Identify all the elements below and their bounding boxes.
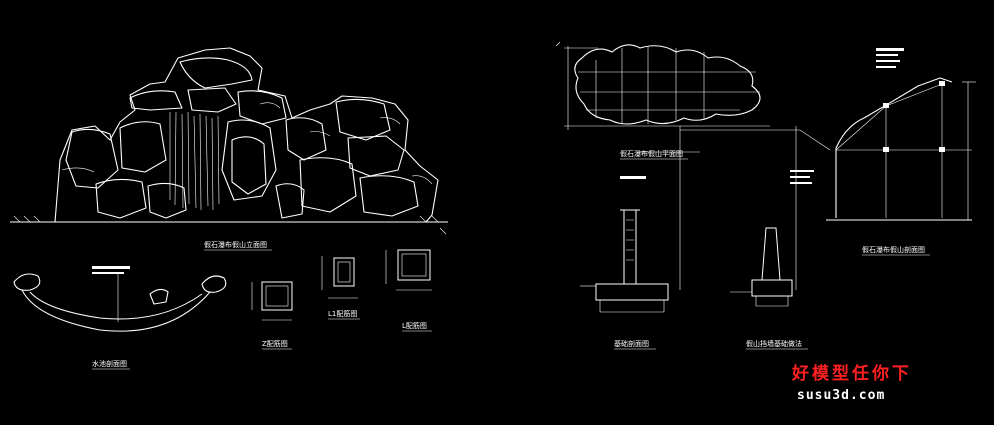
section-label: 假石瀑布假山剖面图 [862,245,925,254]
watermark-site: susu3d.com [797,388,885,403]
foundation-section-drawing [580,209,669,313]
beam-l-detail [385,249,432,291]
beam-z-detail [251,281,293,321]
retaining-wall-label: 假山挡墙基础做法 [746,339,802,348]
beam-l1-detail [321,256,358,299]
retaining-wall-drawing [730,227,793,307]
pool-section-label: 水池剖面图 [92,359,127,368]
watermark-title: 好模型任你下 [791,363,912,384]
annotation-blocks [92,48,904,274]
plan-label: 假石瀑布假山平面图 [620,149,683,158]
rockery-elevation-drawing [10,47,448,235]
pool-section-drawing [13,272,227,332]
rockery-plan-drawing [555,41,770,130]
beam-z-label: Z配筋图 [262,339,288,348]
leader-lines [640,126,831,290]
rockery-section-drawing [826,77,976,221]
foundation-label: 基础剖面图 [614,339,649,348]
beam-l1-label: L1配筋图 [328,309,357,318]
beam-l-label: L配筋图 [402,321,427,330]
elevation-label: 假石瀑布假山立面图 [204,240,267,249]
